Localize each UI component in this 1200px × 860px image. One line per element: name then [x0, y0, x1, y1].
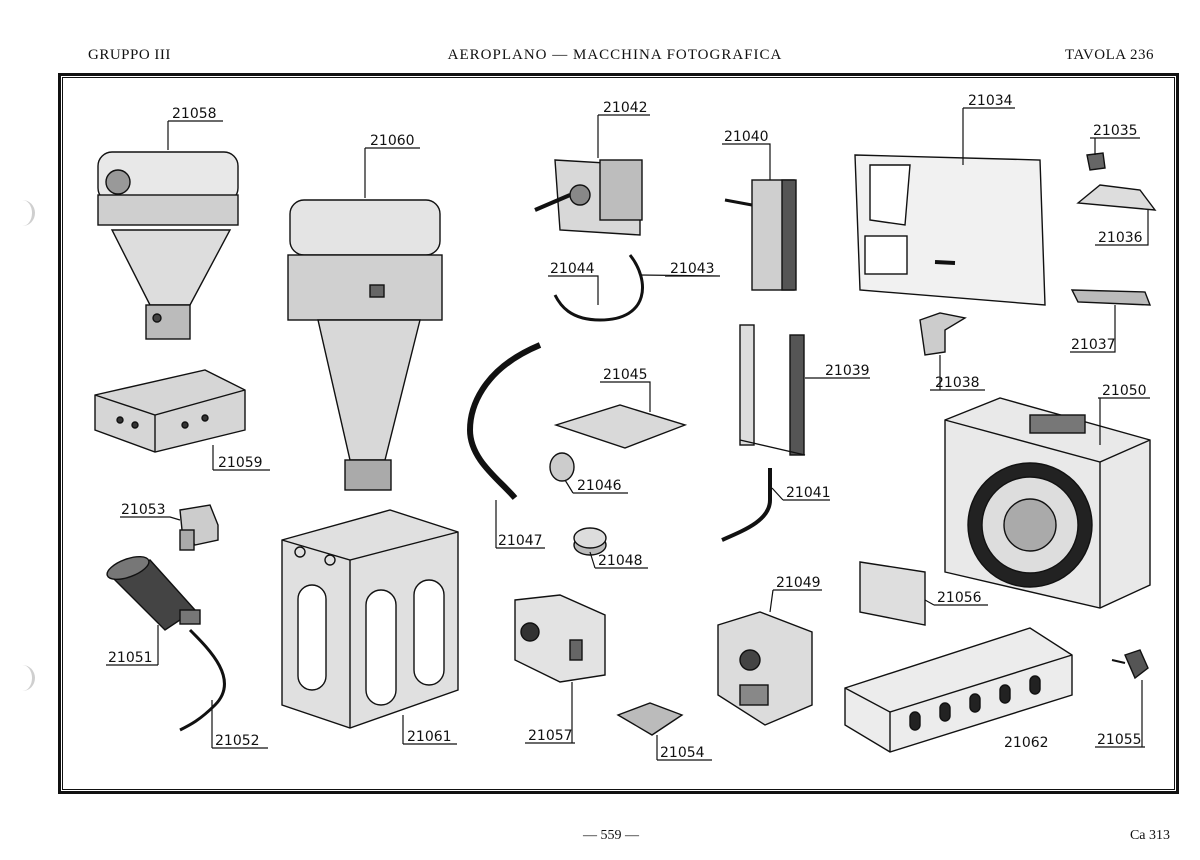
part-label-21037: 21037 [1071, 337, 1116, 353]
part-21037-drawing [1070, 289, 1152, 306]
part-21057-drawing [514, 594, 606, 683]
part-label-21051: 21051 [108, 650, 153, 666]
part-label-21056: 21056 [937, 590, 982, 606]
part-21048-drawing [573, 527, 607, 556]
group-label: GRUPPO III [88, 47, 171, 63]
part-21036-drawing [1076, 184, 1157, 211]
part-label-21055: 21055 [1097, 732, 1142, 748]
part-label-21036: 21036 [1098, 230, 1143, 246]
part-21061-drawing [281, 509, 459, 729]
part-label-21061: 21061 [407, 729, 452, 745]
part-21053-drawing [179, 504, 219, 551]
part-label-21049: 21049 [776, 575, 821, 591]
part-label-21062: 21062 [1004, 735, 1049, 751]
part-label-21050: 21050 [1102, 383, 1147, 399]
part-21041-drawing [721, 468, 772, 542]
part-21039-drawing [739, 324, 806, 456]
part-21049-drawing [717, 611, 813, 726]
part-21040-drawing [724, 179, 797, 291]
part-21043-drawing [553, 254, 644, 322]
part-21050-drawing [944, 397, 1151, 609]
part-label-21035: 21035 [1093, 123, 1138, 139]
part-label-21041: 21041 [786, 485, 831, 501]
part-label-21040: 21040 [724, 129, 769, 145]
part-label-21053: 21053 [121, 502, 166, 518]
part-label-21038: 21038 [935, 375, 980, 391]
part-21047-drawing [466, 342, 542, 500]
plate-frame-outer [58, 73, 1179, 794]
part-label-21059: 21059 [218, 455, 263, 471]
part-21059-drawing [94, 369, 246, 453]
part-label-21058: 21058 [172, 106, 217, 122]
part-label-21042: 21042 [603, 100, 648, 116]
part-label-21046: 21046 [577, 478, 622, 494]
part-label-21045: 21045 [603, 367, 648, 383]
part-21051-drawing [106, 555, 201, 631]
part-21058-drawing [97, 151, 239, 340]
part-21045-drawing [553, 404, 688, 449]
part-label-21054: 21054 [660, 745, 705, 761]
part-21060-drawing [287, 199, 443, 491]
part-21035-drawing [1086, 152, 1106, 171]
plate-title: AEROPLANO — MACCHINA FOTOGRAFICA [447, 47, 783, 63]
leader-lines [106, 107, 1150, 761]
punch-hole-mark [10, 665, 35, 691]
catalog-code: Ca 313 [1129, 828, 1170, 843]
part-21055-drawing [1111, 649, 1149, 680]
part-21056-drawing [859, 561, 926, 626]
punch-hole-mark [10, 200, 35, 226]
part-label-21060: 21060 [370, 133, 415, 149]
plate-frame-inner [62, 77, 1175, 790]
part-label-21039: 21039 [825, 363, 870, 379]
part-label-21057: 21057 [528, 728, 573, 744]
part-label-21052: 21052 [215, 733, 260, 749]
part-21052-drawing [179, 628, 226, 732]
part-21046-drawing [549, 452, 575, 482]
part-labels: 21058 21060 21042 21040 21034 21035 2103… [108, 93, 1147, 761]
part-label-21043: 21043 [670, 261, 715, 277]
plate-number: TAVOLA 236 [1065, 47, 1154, 63]
part-label-21048: 21048 [598, 553, 643, 569]
part-label-21047: 21047 [498, 533, 543, 549]
page-number: — 559 — [583, 828, 639, 843]
part-21042-drawing [534, 159, 643, 236]
part-label-21034: 21034 [968, 93, 1013, 109]
part-21034-drawing [854, 154, 1046, 306]
part-21054-drawing [616, 702, 684, 736]
part-21038-drawing [919, 312, 967, 356]
part-label-21044: 21044 [550, 261, 595, 277]
part-21062-drawing [844, 627, 1073, 753]
